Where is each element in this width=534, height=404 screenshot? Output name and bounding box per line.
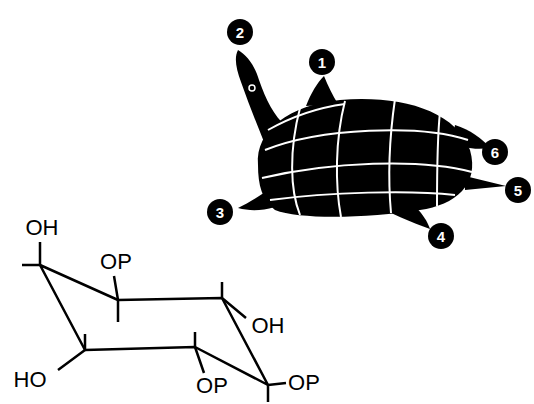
callout-number: 2 bbox=[227, 19, 253, 45]
chemical-group: OP bbox=[288, 372, 320, 394]
chemical-group: OH bbox=[26, 217, 59, 239]
callout-number: 5 bbox=[505, 177, 531, 203]
chemical-group: HO bbox=[14, 369, 47, 391]
chemical-group: OP bbox=[100, 251, 132, 273]
chemical-group: OH bbox=[252, 315, 285, 337]
inositol-chair bbox=[22, 242, 286, 402]
chemical-group: OP bbox=[196, 375, 228, 397]
turtle bbox=[236, 50, 506, 229]
callout-number: 4 bbox=[428, 223, 454, 249]
callout-number: 6 bbox=[482, 139, 508, 165]
callout-number: 3 bbox=[207, 199, 233, 225]
callout-number: 1 bbox=[309, 49, 335, 75]
